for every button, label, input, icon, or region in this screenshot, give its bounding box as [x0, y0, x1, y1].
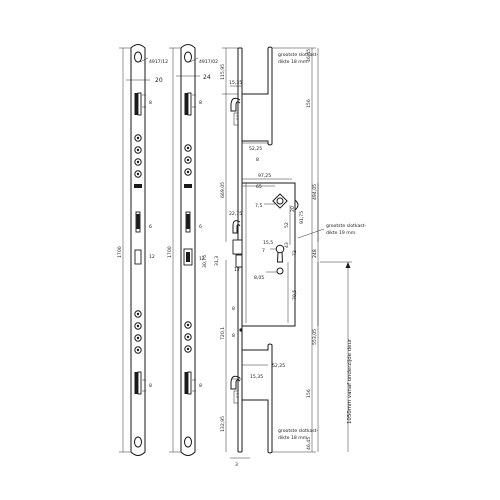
dim-lock-97-25: 97,25 — [258, 173, 271, 179]
dim-lock-20: 20 — [290, 206, 296, 212]
dim-lock-8-05: 8,05 — [254, 275, 264, 281]
dim-r-494: 494,05 — [312, 184, 318, 200]
dim-lock-12: 12 — [234, 267, 240, 273]
dim-mid-4: 8 — [199, 383, 202, 389]
dim-lock-72: 72 — [292, 250, 298, 256]
side-view: 115,95 15,35 52,25 8 669,05 grootste slo… — [220, 46, 366, 468]
dim-lock-65: 65 — [256, 184, 262, 190]
dim-top-52-25: 52,25 — [249, 146, 262, 152]
model-label-right: 4917/02 — [199, 59, 218, 65]
dim-top-115-95: 115,95 — [220, 64, 226, 80]
dim-lock-7: 7 — [262, 248, 265, 254]
dim-top-15-35: 15,35 — [229, 80, 242, 86]
dim-mid-3: 12 — [199, 256, 205, 262]
dim-lock-248: 248 — [312, 249, 318, 258]
dim-bot-3: 3 — [235, 462, 238, 468]
dim-mid-1: 8 — [199, 100, 202, 106]
dim-bot-720: 720,1 — [220, 327, 226, 340]
dim-mid-side-a: 30,75 — [202, 255, 208, 268]
dim-bot-52-25: 52,25 — [272, 363, 285, 369]
dim-bot-8a: 8 — [232, 306, 235, 312]
dim-mid-side-b: 31,3 — [214, 256, 220, 266]
dim-lock-91-75: 91,75 — [299, 211, 305, 224]
dim-lock-15-5: 15,5 — [263, 240, 273, 246]
dim-lock-70-5: 70,5 — [292, 290, 298, 300]
note-bot-line2: dikte 18 mm. — [278, 435, 309, 441]
length-middle: 1700 — [167, 246, 173, 258]
strip-4917-12: 20 4917/12 1700 8 6 12 8 — [117, 44, 168, 456]
dim-bot-132: 132,95 — [220, 416, 226, 432]
dim-left-4: 8 — [149, 383, 152, 389]
dim-r-156-bot: 156 — [306, 389, 312, 398]
note-mid-line2: dikte 19 mm. — [326, 230, 357, 236]
dim-top-669: 669,05 — [220, 182, 226, 198]
strip-width-right: 24 — [203, 74, 211, 81]
dim-mid-2: 6 — [199, 224, 202, 230]
dim-r-46-top: 46,45 — [306, 49, 312, 62]
dim-r-553: 553,05 — [312, 329, 318, 345]
strip-width-left: 20 — [155, 77, 163, 84]
dim-lock-43: 43 — [284, 242, 290, 248]
dim-bot-15-35: 15,35 — [250, 374, 263, 380]
note-bot-line1: grootste slotkast- — [278, 428, 318, 434]
dim-left-1: 8 — [149, 100, 152, 106]
note-mid-line1: grootste slotkast- — [326, 223, 366, 229]
dim-lock-52: 52 — [284, 222, 290, 228]
note-top-line1: grootste slotkast- — [278, 52, 318, 58]
dim-left-2: 6 — [149, 224, 152, 230]
dim-bot-8b: 8 — [232, 333, 235, 339]
dim-lock-22-75: 22,75 — [229, 211, 242, 217]
strip-4917-02: 24 4917/02 1700 8 6 12 8 30,75 31,3 — [167, 44, 220, 456]
length-left: 1700 — [117, 246, 123, 258]
dim-r-46-bot: 46,45 — [306, 437, 312, 450]
dim-left-3: 12 — [149, 254, 155, 260]
note-top-line2: dikte 18 mm. — [278, 59, 309, 65]
floor-height-note: 1050mm vanaf onderzijde deur — [347, 338, 353, 424]
dim-r-156-top: 156 — [306, 99, 312, 108]
dim-lock-7-5: 7,5 — [255, 203, 262, 209]
model-label-left: 4917/12 — [149, 59, 168, 65]
bolt-group-lower — [134, 310, 142, 354]
bolt-group-upper — [134, 134, 142, 178]
dim-top-8: 8 — [256, 157, 259, 163]
